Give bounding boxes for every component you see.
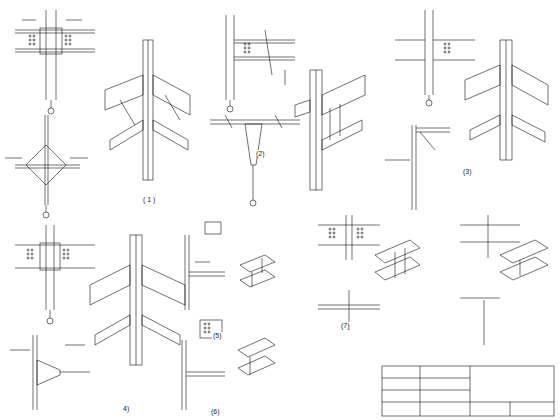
- detail-number: ( 1 ): [142, 196, 156, 203]
- detail-number: (7): [340, 322, 351, 329]
- detail-number: (2): [255, 150, 266, 157]
- detail-number: (5): [212, 332, 223, 339]
- detail-number: (3): [462, 168, 473, 175]
- detail-number: (6): [210, 408, 221, 415]
- detail-number: 4): [122, 405, 130, 412]
